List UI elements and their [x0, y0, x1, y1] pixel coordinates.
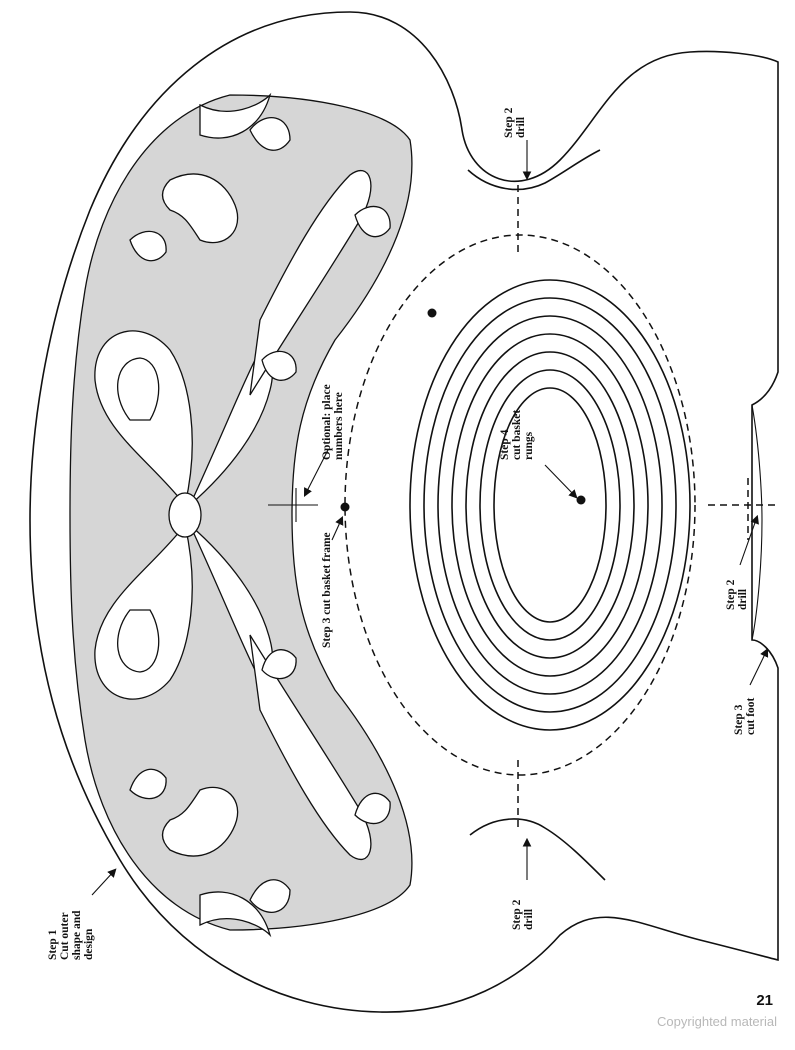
rung-end-dot: [576, 495, 586, 505]
bow-knot: [168, 492, 202, 538]
copyright-notice: Copyrighted material: [657, 1014, 777, 1029]
arrow-step3-foot: [749, 648, 769, 686]
rung-start-dot: [427, 308, 437, 318]
leaf-1: [249, 117, 291, 151]
label-step2-top: Step 2 drill: [503, 105, 527, 138]
vine-top: [249, 169, 372, 396]
bow-loop-lower-inner: [117, 609, 160, 673]
label-step2-foot: Step 2 drill: [725, 577, 749, 610]
leaf-4: [129, 230, 167, 262]
flame-leaf-top: [199, 92, 272, 139]
basket-rungs: [409, 279, 691, 731]
leaf-3: [261, 350, 297, 381]
bird-bottom: [161, 786, 239, 857]
arrow-step1: [91, 868, 117, 896]
label-step4: Step 4 cut basket rungs: [499, 407, 535, 460]
bow-loop-upper-inner: [117, 357, 160, 421]
flame-leaf-bottom: [199, 891, 272, 938]
leaf-7: [261, 649, 297, 680]
leaf-8: [129, 768, 167, 800]
leaf-6: [354, 792, 391, 825]
fretwork-band: [69, 94, 413, 931]
outer-outline: [29, 11, 779, 1013]
vine-bottom: [249, 634, 372, 861]
foot-line: [751, 404, 763, 641]
frame-drill-dot: [340, 502, 350, 512]
arrow-step2-foot: [739, 514, 759, 566]
arrow-step3-frame: [331, 515, 344, 541]
label-step2-bottom: Step 2 drill: [511, 897, 535, 930]
leaf-5: [249, 879, 291, 913]
page-number: 21: [756, 992, 773, 1009]
label-optional: Optional: place numbers here: [321, 381, 345, 460]
leaf-2: [354, 205, 391, 238]
neck-bottom: [469, 818, 606, 881]
neck-top: [467, 149, 601, 191]
label-step3-frame: Step 3 cut basket frame: [321, 532, 333, 648]
arrow-step4: [544, 464, 578, 499]
basket-frame-dashed: [344, 234, 696, 776]
arrow-optional: [303, 449, 329, 497]
bird-top: [161, 173, 239, 244]
label-step1: Step 1 Cut outer shape and design: [47, 908, 95, 960]
label-step3-foot: Step 3 cut foot: [733, 697, 757, 735]
